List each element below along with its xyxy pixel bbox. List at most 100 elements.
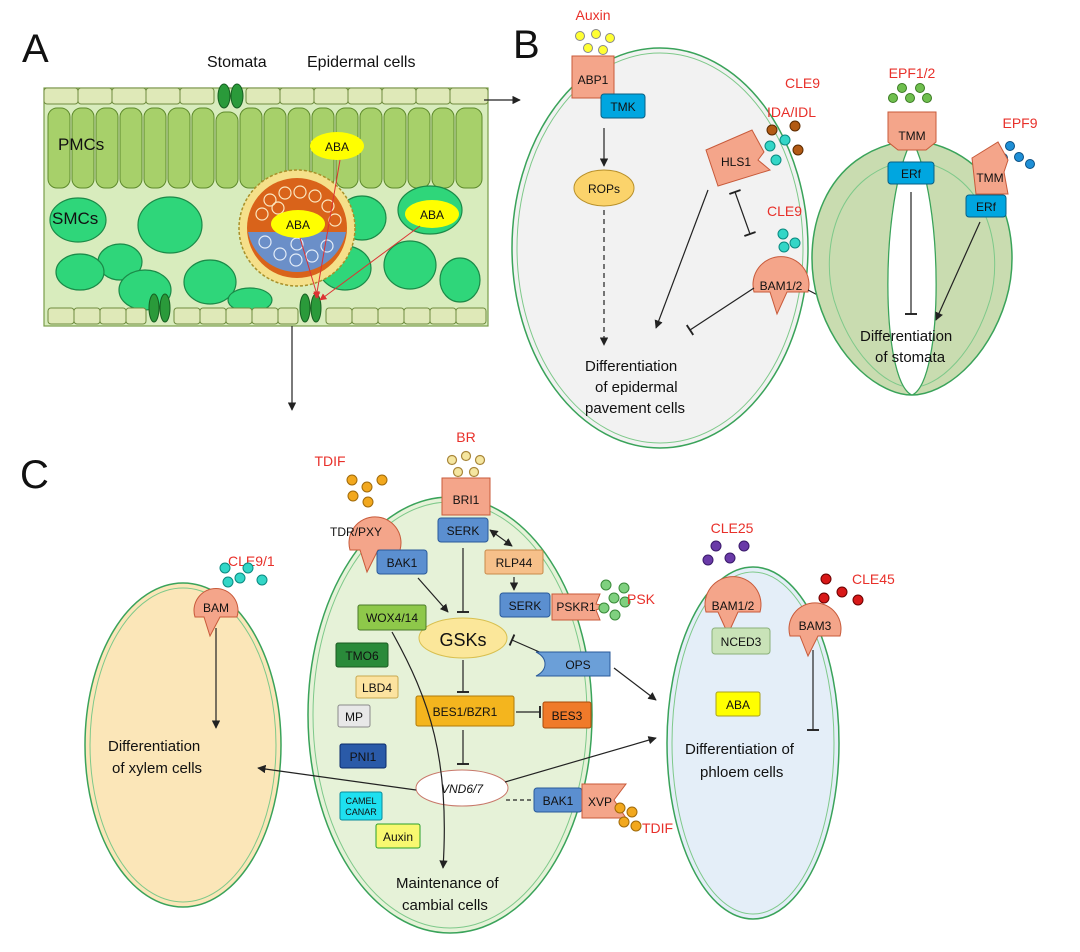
panel-a-label: A — [22, 27, 49, 71]
cle9-label-top: CLE9 — [785, 75, 820, 91]
bri1-receptor — [441, 477, 491, 516]
pskr1-label: PSKR1 — [556, 600, 596, 614]
tmk-label: TMK — [610, 100, 635, 114]
cle45-ligands — [818, 573, 864, 606]
epf9-label: EPF9 — [1002, 115, 1037, 131]
aba-text-1: ABA — [325, 140, 349, 154]
bam-inhibit-pavement — [685, 287, 755, 336]
pni1-label: PNI1 — [350, 750, 377, 764]
lower-stomata — [148, 293, 322, 323]
bam3-receptor — [788, 602, 842, 658]
nced3-label: NCED3 — [721, 635, 762, 649]
cle25-ligands — [702, 540, 750, 566]
maintenance-line2: cambial cells — [402, 897, 488, 914]
pni1-box — [339, 743, 387, 769]
tmm-receptor-2 — [971, 141, 1009, 195]
bak1-label-2: BAK1 — [543, 794, 574, 808]
panel-b-label: B — [513, 23, 540, 67]
epf9-ligands — [998, 141, 1035, 169]
rlp44-box — [484, 549, 544, 575]
aba-transport-arrow-1 — [313, 159, 341, 299]
auxin-label-b: Auxin — [575, 7, 610, 23]
tmo6-box — [335, 642, 389, 668]
erf-label-2: ERf — [976, 200, 997, 214]
tdr-to-gsks-arrow — [417, 577, 449, 613]
auxin-box-c — [375, 823, 421, 849]
lbd4-label: LBD4 — [362, 681, 392, 695]
psk-label: PSK — [627, 591, 656, 607]
serk-box-2 — [499, 592, 551, 618]
rlp44-label: RLP44 — [496, 556, 533, 570]
tdif-label-2: TDIF — [642, 820, 673, 836]
psk-ligands — [598, 579, 631, 621]
xylem-cell — [84, 582, 282, 908]
epf12-ligands — [888, 83, 932, 103]
nced3-box — [711, 627, 771, 655]
auxin-label-c: Auxin — [383, 830, 413, 844]
stomata-label: Stomata — [207, 54, 267, 71]
xylem-diff-line2: of xylem cells — [112, 760, 202, 777]
wox4-14-box — [357, 604, 427, 631]
epidermal-cells-label: Epidermal cells — [307, 54, 415, 71]
tmk-box — [600, 93, 646, 119]
aba-badge-palisade — [310, 132, 364, 160]
spongy-mesophyll-cells — [49, 185, 481, 313]
mp-label: MP — [345, 710, 363, 724]
bak1-box-1 — [376, 549, 428, 575]
erf-label-1: ERf — [901, 167, 922, 181]
pmcs-label: PMCs — [58, 135, 104, 154]
auxin-ligands-b — [575, 29, 615, 55]
bes1-bzr1-box — [415, 695, 515, 727]
bri1-label: BRI1 — [453, 493, 480, 507]
tmm-label-2: TMM — [976, 171, 1003, 185]
serk-label-2: SERK — [509, 599, 542, 613]
gsks-label: GSKs — [439, 630, 486, 650]
pavement-diff-line2: of epidermal — [595, 379, 678, 396]
stomata-guard-cells — [217, 83, 244, 109]
gsks-node — [418, 617, 508, 659]
vnd-to-phloem-arrow — [504, 736, 657, 783]
aba-text-3: ABA — [420, 208, 444, 222]
palisade-mesophyll-cells — [47, 107, 483, 189]
erf-to-stomata-arrow — [935, 221, 981, 321]
abp1-label: ABP1 — [578, 73, 609, 87]
epf12-label: EPF1/2 — [889, 65, 936, 81]
bam12-label-phloem: BAM1/2 — [712, 599, 755, 613]
stomata-diff-line2: of stomata — [875, 349, 946, 366]
bam-label-xylem: BAM — [203, 601, 229, 615]
erf-box-1 — [887, 161, 935, 185]
wox-to-maintenance-arrow — [391, 631, 448, 869]
serk-rlp44-link — [489, 529, 513, 547]
panel-c: C CLE9/1 BAM Differentiation of xylem ce… — [20, 429, 895, 934]
aba-text-2: ABA — [286, 218, 310, 232]
smcs-label: SMCs — [52, 209, 98, 228]
cle91-label: CLE9/1 — [228, 553, 275, 569]
lbd4-box — [355, 675, 399, 699]
wox4-14-label: WOX4/14 — [366, 611, 418, 625]
cle45-label: CLE45 — [852, 571, 895, 587]
bam-receptor-xylem — [193, 587, 239, 638]
ida-idl-label: IDA/IDL — [767, 104, 816, 120]
aba-badge-vascular — [271, 210, 325, 238]
canar-label: CANAR — [345, 807, 377, 817]
bam12-label-b: BAM1/2 — [760, 279, 803, 293]
panel-b: B Auxin ABP1 TMK ROPs CLE9 IDA/IDL HLS — [511, 7, 1038, 449]
pavement-diff-line1: Differentiation — [585, 358, 677, 375]
hls1-ligands — [764, 120, 804, 166]
mp-box — [337, 704, 371, 728]
aba-badge-spongy — [405, 200, 459, 228]
vnd67-label: VND6/7 — [441, 782, 484, 796]
hls1-receptor — [705, 129, 772, 187]
cle25-label: CLE25 — [711, 520, 754, 536]
bak1-label-1: BAK1 — [387, 556, 418, 570]
br-label: BR — [456, 429, 475, 445]
cle9-ligands — [777, 228, 801, 253]
xvp-label: XVP — [588, 795, 612, 809]
stomatal-pore — [887, 138, 937, 396]
camel-label: CAMEL — [345, 796, 376, 806]
camel-canar-box — [339, 791, 383, 821]
bam12-receptor-b — [752, 256, 810, 316]
rops-node — [573, 169, 635, 207]
phloem-diff-line2: phloem cells — [700, 764, 783, 781]
